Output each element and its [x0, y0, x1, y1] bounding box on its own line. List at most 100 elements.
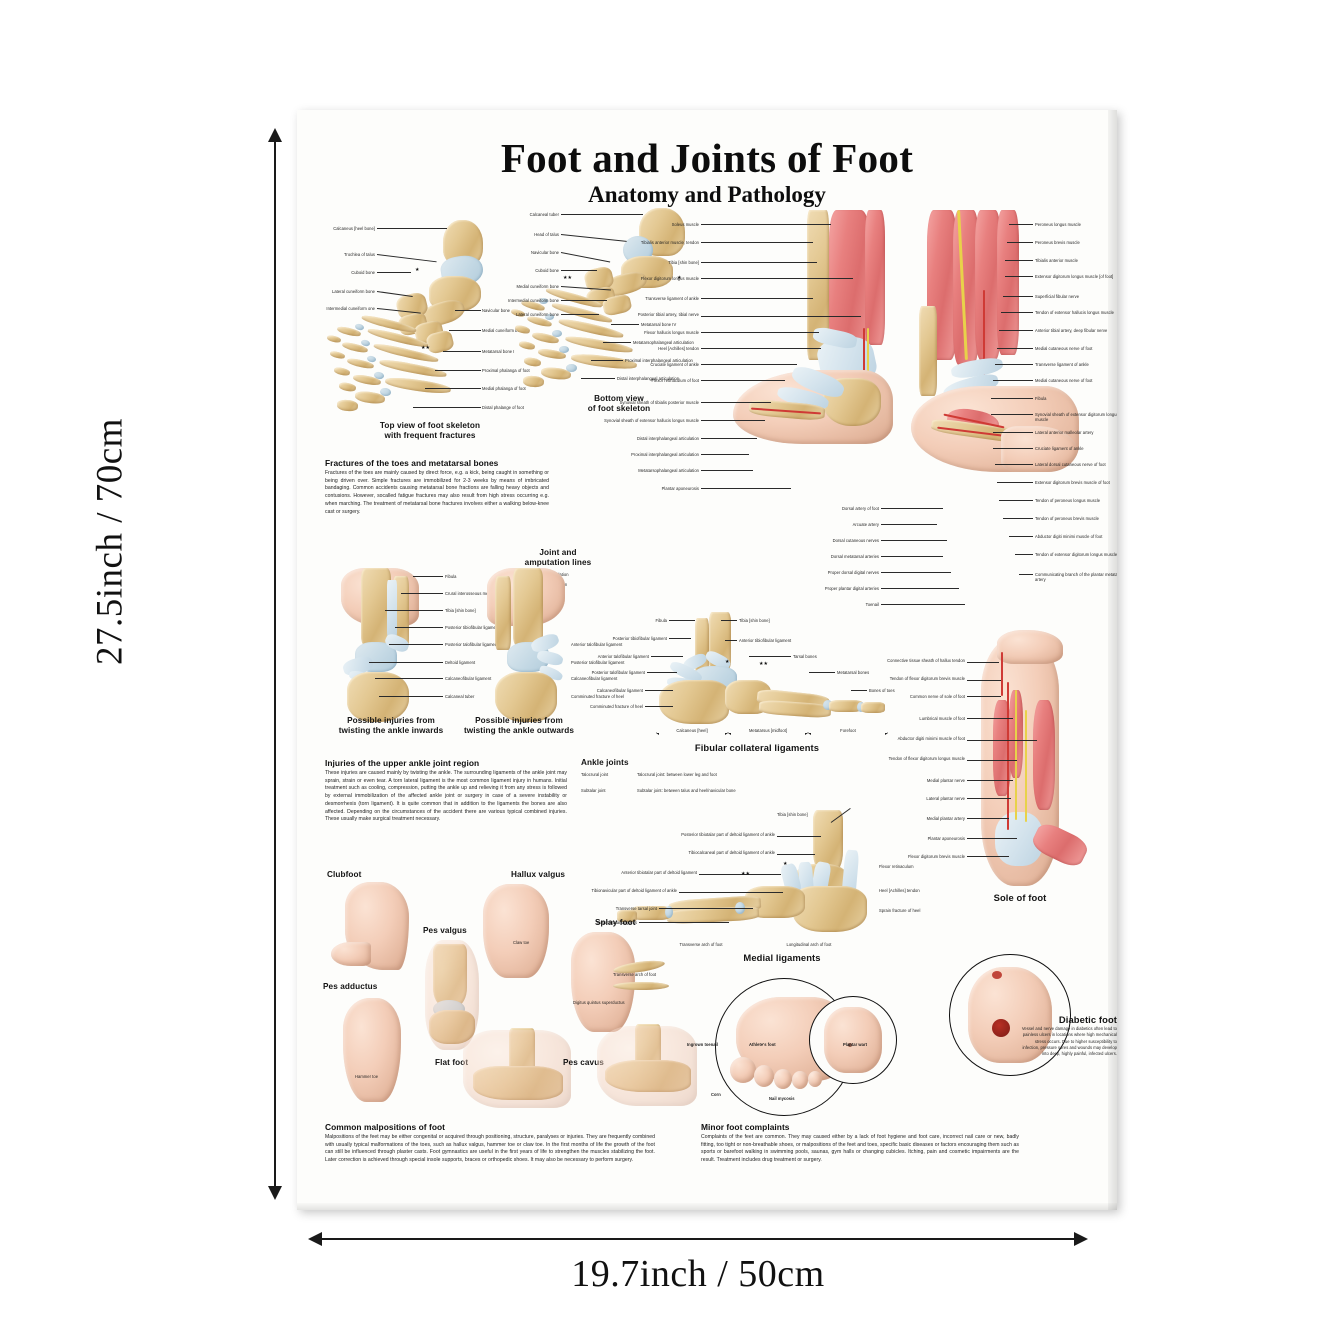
label-bottom-view-right-0: Metatarsal bone IV [641, 322, 677, 327]
label-sole-1: Tendon of flexor digitorum brevis muscle [889, 676, 965, 681]
leader-line [997, 348, 1033, 349]
label-fibcol-right-1: Anterior tibiofibular ligament [739, 638, 792, 643]
circle-diabetic-foot [949, 954, 1071, 1076]
label-transverse-arch: Transverse arch of foot [613, 972, 657, 977]
label-medial-bottom-0: Transverse arch of foot [679, 942, 723, 947]
caption-sole-of-foot: Sole of foot [993, 892, 1047, 903]
label-main-right-20: Communicating branch of the plantar meta… [1035, 572, 1117, 583]
label-clubfoot: Clubfoot [327, 870, 362, 879]
leader-line [881, 556, 943, 557]
pes-adductus-illustration [343, 998, 401, 1102]
label-bottom-view-left-2: Navicular bone [530, 250, 559, 255]
label-medial-left-3: Tarsometatarsal joints [596, 920, 637, 925]
lisfranc-marker: ★★ [563, 275, 572, 281]
leader-line [777, 854, 815, 855]
ankle-joint-desc-1: Subtalar joint: between talus and heel/n… [637, 788, 736, 793]
diabetic-ulcer [992, 1019, 1010, 1037]
label-sole-8: Medial plantar artery [926, 816, 965, 821]
leader-line [603, 342, 631, 343]
flat-foot-soft-tissue [463, 1030, 571, 1108]
abductor-digiti-minimi-muscle [1033, 700, 1055, 810]
heading-upper-ankle: Injuries of the upper ankle joint region [325, 758, 480, 768]
metatarsal-bone [564, 334, 634, 355]
body-malpositions: Malpositions of the feet may be either c… [325, 1134, 655, 1164]
leader-line [701, 364, 797, 365]
medial-plantar-nerve [1015, 690, 1017, 820]
leader-line [967, 696, 1001, 697]
crural-interosseous-membrane [387, 580, 397, 638]
label-fibcol-left-4: Calcaneofibular ligament [596, 688, 643, 693]
label-twist-outwards-2: Calcaneofibular ligament [571, 676, 618, 681]
page-subtitle: Anatomy and Pathology [588, 182, 826, 207]
label-sole-0: Connective tissue sheath of hallux tendo… [887, 658, 965, 663]
leader-line [725, 640, 737, 641]
metatarsophalangeal-joint [559, 346, 569, 353]
leader-line [881, 572, 951, 573]
distal-phalanx [338, 381, 357, 393]
label-fibcol-right-0: Tibia [shin bone] [739, 618, 770, 623]
label-top-view-left-3: Lateral cuneiform bone [332, 289, 375, 294]
label-pes-valgus: Pes valgus [423, 926, 467, 935]
leader-line [701, 402, 771, 403]
anatomy-poster: Foot and Joints of Foot Anatomy and Path… [297, 110, 1117, 1210]
medial-phalanx [326, 334, 342, 344]
medial-plantar-artery [1007, 682, 1009, 830]
label-claw-toe: Claw toe [513, 940, 530, 945]
leader-line [967, 856, 1009, 857]
distal-phalanx [523, 356, 542, 368]
leader-line [377, 228, 447, 229]
toe [808, 1071, 822, 1087]
label-main-right-8: Transverse ligament of ankle [1035, 362, 1089, 367]
text-block-malpositions: Common malpositions of foot Malpositions… [325, 1122, 655, 1165]
label-fibcol-right-2: Tarsal bones [793, 654, 817, 659]
label-main-left-22: Toenail [865, 602, 879, 607]
fibula-bone [393, 576, 409, 650]
leader-line [435, 370, 481, 371]
figure-main-foot-anatomy: Soleus muscle Tibialis anterior muscle, … [604, 210, 1117, 620]
leader-line [413, 576, 443, 577]
label-main-left-15: Plantar aponeurosis [661, 486, 699, 491]
heading-ankle-joints: Ankle joints [581, 758, 629, 767]
label-main-right-18: Abductor digiti minimi muscle of foot [1035, 534, 1103, 539]
ruler-arrow-left [308, 1232, 322, 1246]
label-twist-inwards-7: Calcaneal tuber [445, 694, 475, 699]
label-twist-outwards-0: Anterior talofibular ligament [571, 642, 623, 647]
leader-line [1003, 296, 1033, 297]
label-main-left-17: Arcuate artery [852, 522, 879, 527]
label-main-left-20: Proper dorsal digital nerves [827, 570, 879, 575]
label-top-view-right-1: Medial cuneiform bone [482, 328, 525, 333]
flat-foot-skeleton [473, 1066, 563, 1100]
leader-line [1015, 554, 1033, 555]
distal-phalanx [518, 340, 536, 351]
label-main-right-11: Synovial sheath of extensor digitorum lo… [1035, 412, 1117, 423]
leader-line [881, 540, 947, 541]
ruler-line-horizontal [318, 1238, 1078, 1240]
table-ankle-joints: Ankle joints Talocrural joint Talocrural… [581, 758, 791, 808]
label-twist-inwards-4: Posterior talofibular ligament [445, 642, 499, 647]
flexor-digitorum-brevis-muscle [993, 700, 1011, 796]
leader-line [443, 351, 481, 352]
leader-line [881, 604, 965, 605]
bones-of-toes [861, 702, 885, 713]
leader-line [995, 464, 1033, 465]
leader-line [749, 656, 791, 657]
leader-line [379, 696, 443, 697]
label-main-right-15: Extensor digitorum brevis muscle of foot [1035, 480, 1110, 485]
tibialis-anterior-muscle [975, 210, 1001, 360]
label-medial-right-2: Tibiocalcaneal part of deltoid ligament … [688, 850, 775, 855]
leader-line [967, 760, 1017, 761]
leader-line [1009, 536, 1033, 537]
label-top-view-left-4: Intermedial cuneiform one [326, 306, 375, 311]
label-main-left-14: Metatarsophalangeal articulation [638, 468, 699, 473]
body-diabetic-foot: Vessel and nerve damage in diabetics oft… [1021, 1026, 1117, 1057]
leader-line [591, 360, 623, 361]
distal-phalanx-hallux [522, 375, 545, 388]
body-upper-ankle: These injuries are caused mainly by twis… [325, 770, 567, 823]
leader-line [455, 310, 481, 311]
label-bottom-view-left-1: Head of talus [534, 232, 559, 237]
scale-label-0: Calcaneus [heel] [657, 728, 727, 734]
metatarsophalangeal-joint-hallux [566, 364, 577, 372]
label-main-left-3: Flexor digitorum longus muscle [640, 276, 699, 281]
ruler-line-vertical [274, 138, 276, 1190]
leader-line [999, 330, 1033, 331]
